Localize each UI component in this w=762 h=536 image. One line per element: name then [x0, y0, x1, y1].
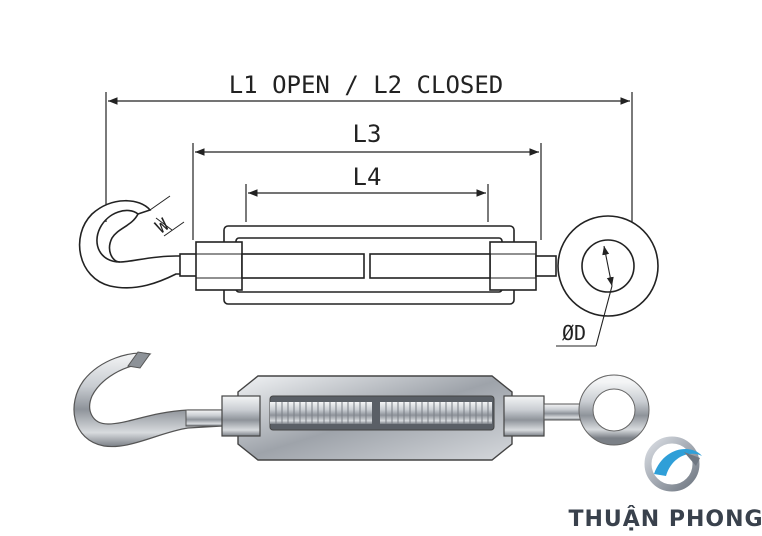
body-inner-length-label: L4	[353, 163, 382, 191]
render-eye	[579, 375, 649, 445]
left-nut	[195, 241, 243, 291]
hook-outline	[78, 200, 187, 289]
turnbuckle-render	[73, 351, 650, 461]
technical-drawing	[78, 195, 659, 317]
dimension-lines	[105, 92, 633, 240]
render-hook	[73, 352, 223, 448]
overall-length-label: L1 OPEN / L2 CLOSED	[229, 71, 504, 99]
hook-width-label: W	[152, 215, 173, 239]
brand-logo	[644, 436, 702, 492]
right-nut	[489, 241, 537, 291]
logo-swoosh-icon	[654, 449, 702, 476]
brand-name: THUẬN PHONG	[568, 505, 762, 532]
eye-diameter-indicator	[556, 245, 614, 347]
body-outer-length-label: L3	[353, 120, 382, 148]
eye-diameter-label: ØD	[562, 321, 586, 345]
